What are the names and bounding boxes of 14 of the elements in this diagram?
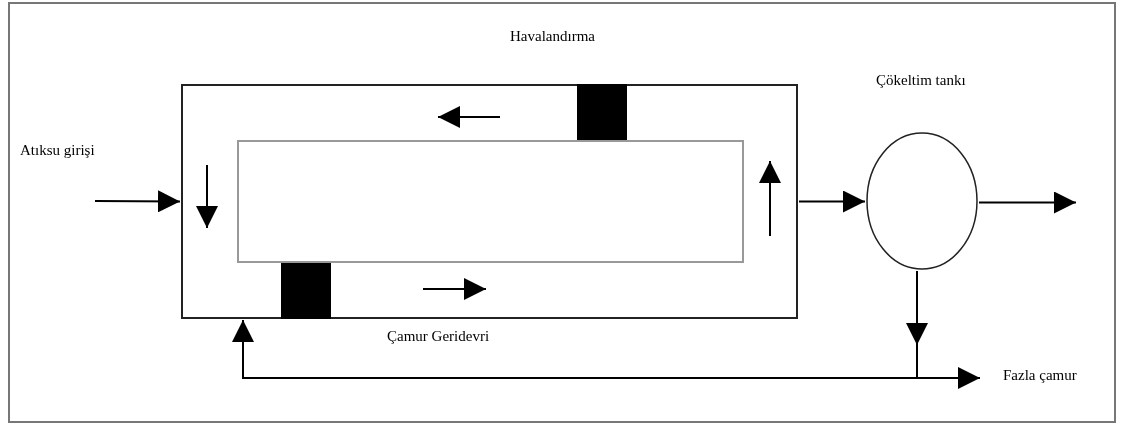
inlet-label: Atıksu girişi: [20, 142, 95, 159]
aerator-block: [281, 263, 331, 319]
excess-sludge-label: Fazla çamur: [1003, 367, 1077, 384]
ditch-outer-wall: [181, 84, 798, 319]
arrow: [978, 191, 1077, 214]
arrow: [916, 367, 981, 389]
arrow: [232, 319, 918, 379]
ditch-inner-island: [237, 140, 744, 263]
arrow: [94, 190, 181, 213]
aerator-block: [577, 84, 627, 140]
arrow: [798, 190, 866, 213]
edge-label: Çamur Geridevri: [387, 328, 490, 345]
aerator-label: Havalandırma: [510, 28, 595, 45]
tank-label: Çökeltim tankı: [876, 72, 966, 89]
